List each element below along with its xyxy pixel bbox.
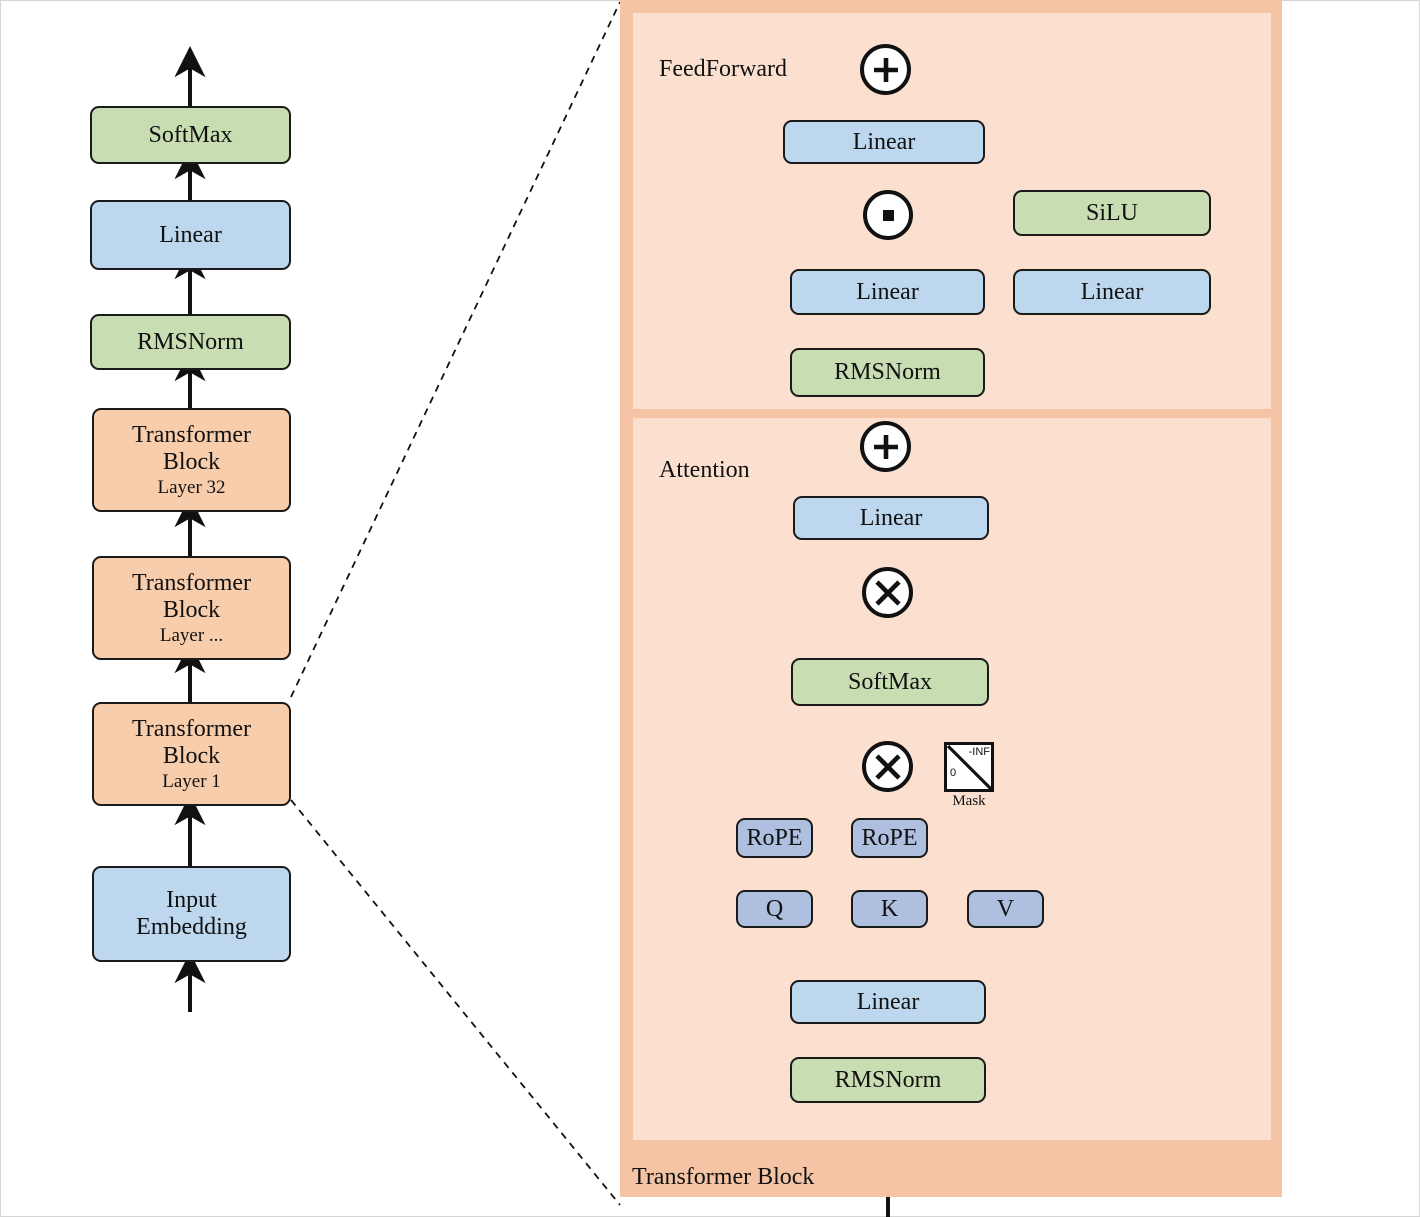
causal-mask-caption: Mask xyxy=(952,793,986,809)
transformer-block-layer-1-label: Transformer xyxy=(131,715,252,742)
input-embedding-label-line2: Embedding xyxy=(136,914,247,940)
linear-block[interactable]: Linear xyxy=(90,200,291,270)
causal-mask-lower-value: 0 xyxy=(950,767,957,779)
attention-qkv-linear-label: Linear xyxy=(856,988,920,1015)
attention-output-linear-label: Linear xyxy=(859,504,923,531)
transformer-block-layer-mid-sub: Layer ... xyxy=(159,624,224,646)
feedforward-gate-linear[interactable]: Linear xyxy=(790,269,985,315)
key-block[interactable]: K xyxy=(851,890,928,928)
transformer-block-layer-32-label: Transformer xyxy=(131,421,252,448)
feedforward-rmsnorm[interactable]: RMSNorm xyxy=(790,348,985,397)
softmax-block-label: SoftMax xyxy=(148,121,233,148)
feedforward-panel-label: FeedForward xyxy=(659,56,787,82)
feedforward-residual-add-icon xyxy=(860,44,911,95)
rope-query-label: RoPE xyxy=(746,824,803,851)
attention-softmax-label: SoftMax xyxy=(848,668,932,695)
elementwise-multiply-icon xyxy=(863,190,913,240)
transformer-block-layer-1-label-line2: Block xyxy=(162,742,221,769)
transformer-block-layer-32-label-line2: Block xyxy=(162,448,221,475)
attention-rmsnorm-label: RMSNorm xyxy=(834,1066,942,1093)
attention-rmsnorm[interactable]: RMSNorm xyxy=(790,1057,986,1103)
attention-qkv-linear[interactable]: Linear xyxy=(790,980,986,1024)
attention-output-linear[interactable]: Linear xyxy=(793,496,989,540)
feedforward-output-linear[interactable]: Linear xyxy=(783,120,985,164)
silu-activation-label: SiLU xyxy=(1085,199,1138,226)
rmsnorm-block[interactable]: RMSNorm xyxy=(90,314,291,370)
causal-mask-icon: -INF 0 xyxy=(944,742,994,792)
value-label: V xyxy=(996,895,1015,922)
rmsnorm-block-label: RMSNorm xyxy=(137,328,244,355)
query-block[interactable]: Q xyxy=(736,890,813,928)
silu-activation-block[interactable]: SiLU xyxy=(1013,190,1211,236)
feedforward-output-linear-label: Linear xyxy=(852,128,916,155)
transformer-block-layer-mid-label-line2: Block xyxy=(162,596,221,623)
feedforward-up-linear[interactable]: Linear xyxy=(1013,269,1211,315)
transformer-block-layer-32-sub: Layer 32 xyxy=(157,476,226,498)
transformer-block-layer-1-sub: Layer 1 xyxy=(162,770,221,792)
softmax-block[interactable]: SoftMax xyxy=(90,106,291,164)
feedforward-up-linear-label: Linear xyxy=(1080,278,1144,305)
query-key-matmul-icon xyxy=(862,741,913,792)
attention-value-matmul-icon xyxy=(862,567,913,618)
query-label: Q xyxy=(765,895,784,922)
transformer-block-layer-mid-label: Transformer xyxy=(131,569,252,596)
linear-block-label: Linear xyxy=(159,221,222,248)
feedforward-gate-linear-label: Linear xyxy=(856,278,919,305)
input-embedding-block[interactable]: Input Embedding xyxy=(92,866,291,962)
attention-residual-add-icon xyxy=(860,421,911,472)
rope-key-label: RoPE xyxy=(861,824,918,851)
causal-mask-upper-value: -INF xyxy=(968,746,990,758)
key-label: K xyxy=(880,895,899,922)
rope-query-block[interactable]: RoPE xyxy=(736,818,813,858)
feedforward-rmsnorm-label: RMSNorm xyxy=(834,359,941,386)
attention-softmax-block[interactable]: SoftMax xyxy=(791,658,989,706)
attention-panel-label: Attention xyxy=(659,457,750,483)
transformer-block-container-label: Transformer Block xyxy=(632,1164,815,1190)
input-embedding-label-line1: Input xyxy=(166,887,217,914)
value-block[interactable]: V xyxy=(967,890,1044,928)
rope-key-block[interactable]: RoPE xyxy=(851,818,928,858)
